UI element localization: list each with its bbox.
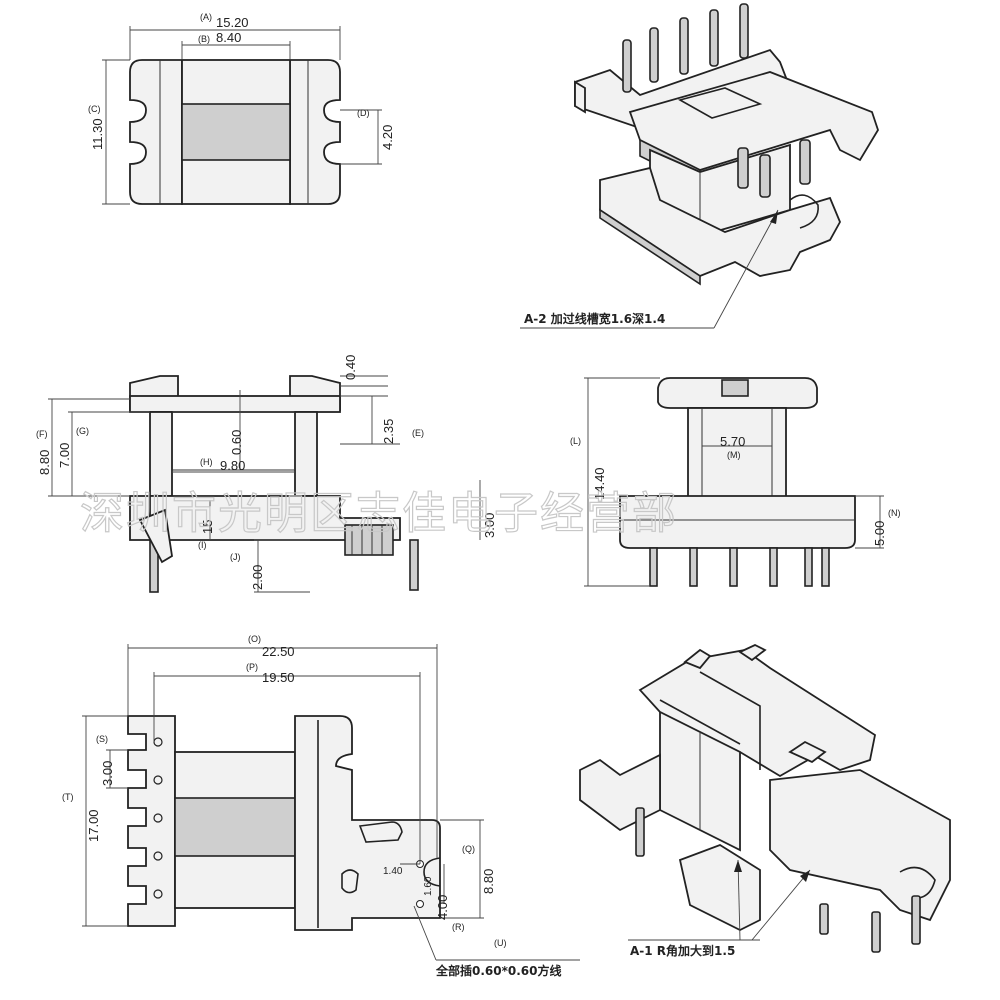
dim-b-letter: (B) (198, 34, 210, 44)
dim-g-value: 7.00 (57, 443, 72, 468)
right-flange (289, 59, 341, 205)
dim-i-value: 15 (200, 520, 215, 534)
isometric-view-bottom: A-1 R角加大到1.5 (579, 644, 951, 958)
dim-p-value: 19.50 (262, 670, 295, 685)
dim-l-value: 14.40 (592, 467, 607, 500)
dim-s-value: 3.00 (100, 761, 115, 786)
dim-i-letter: (I) (198, 540, 207, 550)
dim-g-letter: (G) (76, 426, 89, 436)
left-flange (129, 59, 183, 205)
dim-c-value: 11.30 (90, 118, 105, 150)
isometric-view-top: A-2 加过线槽宽1.6深1.4 (520, 3, 879, 329)
dim-140-value: 1.40 (383, 866, 403, 877)
dim-400-value: 4.00 (435, 895, 450, 920)
dim-m-letter: (M) (727, 450, 741, 460)
dim-m-value: 5.70 (720, 434, 745, 449)
dim-160-value: 1.60 (423, 876, 434, 896)
dim-s-letter: (S) (96, 734, 108, 744)
bottom-view: (O) 22.50 (P) 19.50 (T) 17.00 (S) 3.00 (… (62, 634, 580, 978)
note-a2: A-2 加过线槽宽1.6深1.4 (524, 311, 665, 326)
dim-j-letter: (J) (230, 552, 241, 562)
dim-b-value: 8.40 (216, 30, 241, 45)
dim-q-letter: (Q) (462, 844, 475, 854)
dim-h-value: 9.80 (220, 458, 245, 473)
dim-t-value: 17.00 (86, 809, 101, 842)
note-a1: A-1 R角加大到1.5 (630, 943, 735, 958)
front-view: (F) 8.80 (G) 7.00 0.60 (H) 9.80 0.40 2.3… (36, 355, 497, 593)
dim-u-letter: (U) (494, 938, 507, 948)
dim-p-letter: (P) (246, 662, 258, 672)
note-pins: 全部插0.60*0.60方线 (435, 963, 562, 978)
dim-r-letter: (R) (452, 922, 465, 932)
top-view: (A) 15.20 (B) 8.40 (C) 11.30 (D) 4.20 (88, 12, 395, 205)
side-view: (L) 14.40 (M) 5.70 5.00 (N) (570, 377, 901, 587)
dim-f-letter: (F) (36, 429, 48, 439)
dim-l-letter: (L) (570, 436, 581, 446)
watermark: 深圳市光明区志佳电子经营部 (80, 488, 678, 539)
dim-o-value: 22.50 (262, 644, 295, 659)
dim-060-value: 0.60 (229, 430, 244, 455)
dim-n-value: 5.00 (872, 521, 887, 546)
dim-e-letter: (E) (412, 428, 424, 438)
dim-d-value: 4.20 (380, 125, 395, 150)
dim-o-letter: (O) (248, 634, 261, 644)
dim-n-letter: (N) (888, 508, 901, 518)
dim-c-letter: (C) (88, 104, 101, 114)
dim-q-value: 8.80 (481, 869, 496, 894)
dim-t-letter: (T) (62, 792, 74, 802)
dim-j-value: 2.00 (250, 565, 265, 590)
dim-a-value: 15.20 (216, 15, 249, 30)
dim-f-value: 8.80 (37, 450, 52, 475)
dim-h-letter: (H) (200, 457, 213, 467)
dim-e-value: 2.35 (381, 419, 396, 444)
dim-a-letter: (A) (200, 12, 212, 22)
dim-d-letter: (D) (357, 108, 370, 118)
dim-040-value: 0.40 (343, 355, 358, 380)
dim-k-value: 3.00 (482, 513, 497, 538)
